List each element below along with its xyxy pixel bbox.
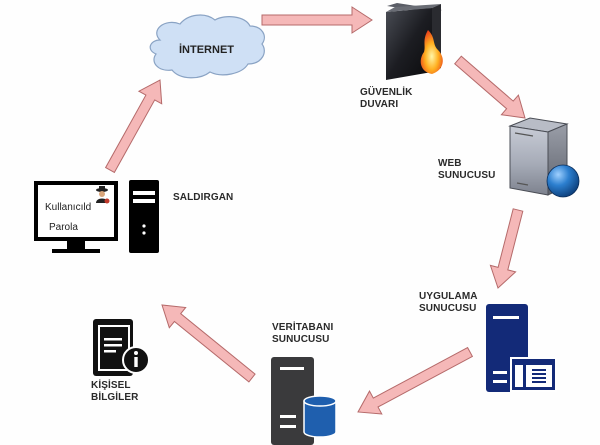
- desktop-computer-icon: [34, 180, 159, 253]
- attacker-label: SALDIRGAN: [173, 192, 234, 203]
- app-server-label: UYGULAMA SUNUCUSU: [419, 291, 478, 315]
- arrow-app-server-to-db-server: [357, 346, 474, 415]
- arrow-attacker-to-internet: [104, 79, 163, 174]
- web-server-label: WEB SUNUCUSU: [438, 158, 495, 182]
- hacker-icon: [96, 186, 110, 204]
- database-server-icon: [271, 357, 337, 445]
- username-field-text: Kullanıcıld: [45, 202, 92, 213]
- personal-info-label-line-2: BİLGİLER: [91, 392, 139, 403]
- db-server-label: VERİTABANI SUNUCUSU: [272, 322, 333, 346]
- firewall-label: GÜVENLİK DUVARI: [360, 87, 412, 111]
- info-book-icon: [93, 319, 150, 376]
- personal-info-label-line-1: KİŞİSEL: [91, 380, 131, 391]
- app-server-label-line-2: SUNUCUSU: [419, 303, 477, 314]
- firewall-icon: [386, 3, 443, 80]
- cloud-icon: [149, 14, 265, 79]
- arrow-web-server-to-app-server: [489, 208, 524, 289]
- web-server-icon: [508, 117, 580, 198]
- arrow-internet-to-firewall: [261, 6, 373, 34]
- flow-arrows: [104, 6, 526, 415]
- arrow-db-server-to-personal-info: [161, 304, 256, 383]
- web-server-label-line-1: WEB: [438, 158, 462, 169]
- personal-info-label: KİŞİSEL BİLGİLER: [91, 380, 138, 404]
- password-field-text: Parola: [49, 222, 78, 233]
- firewall-label-line-1: GÜVENLİK: [360, 87, 413, 98]
- application-server-icon: [486, 304, 557, 392]
- web-server-label-line-2: SUNUCUSU: [438, 170, 496, 181]
- db-server-label-line-1: VERİTABANI: [272, 322, 334, 333]
- arrow-firewall-to-web-server: [453, 55, 526, 119]
- db-server-label-line-2: SUNUCUSU: [272, 334, 330, 345]
- internet-label: İNTERNET: [179, 44, 234, 56]
- app-server-label-line-1: UYGULAMA: [419, 291, 478, 302]
- firewall-label-line-2: DUVARI: [360, 99, 399, 110]
